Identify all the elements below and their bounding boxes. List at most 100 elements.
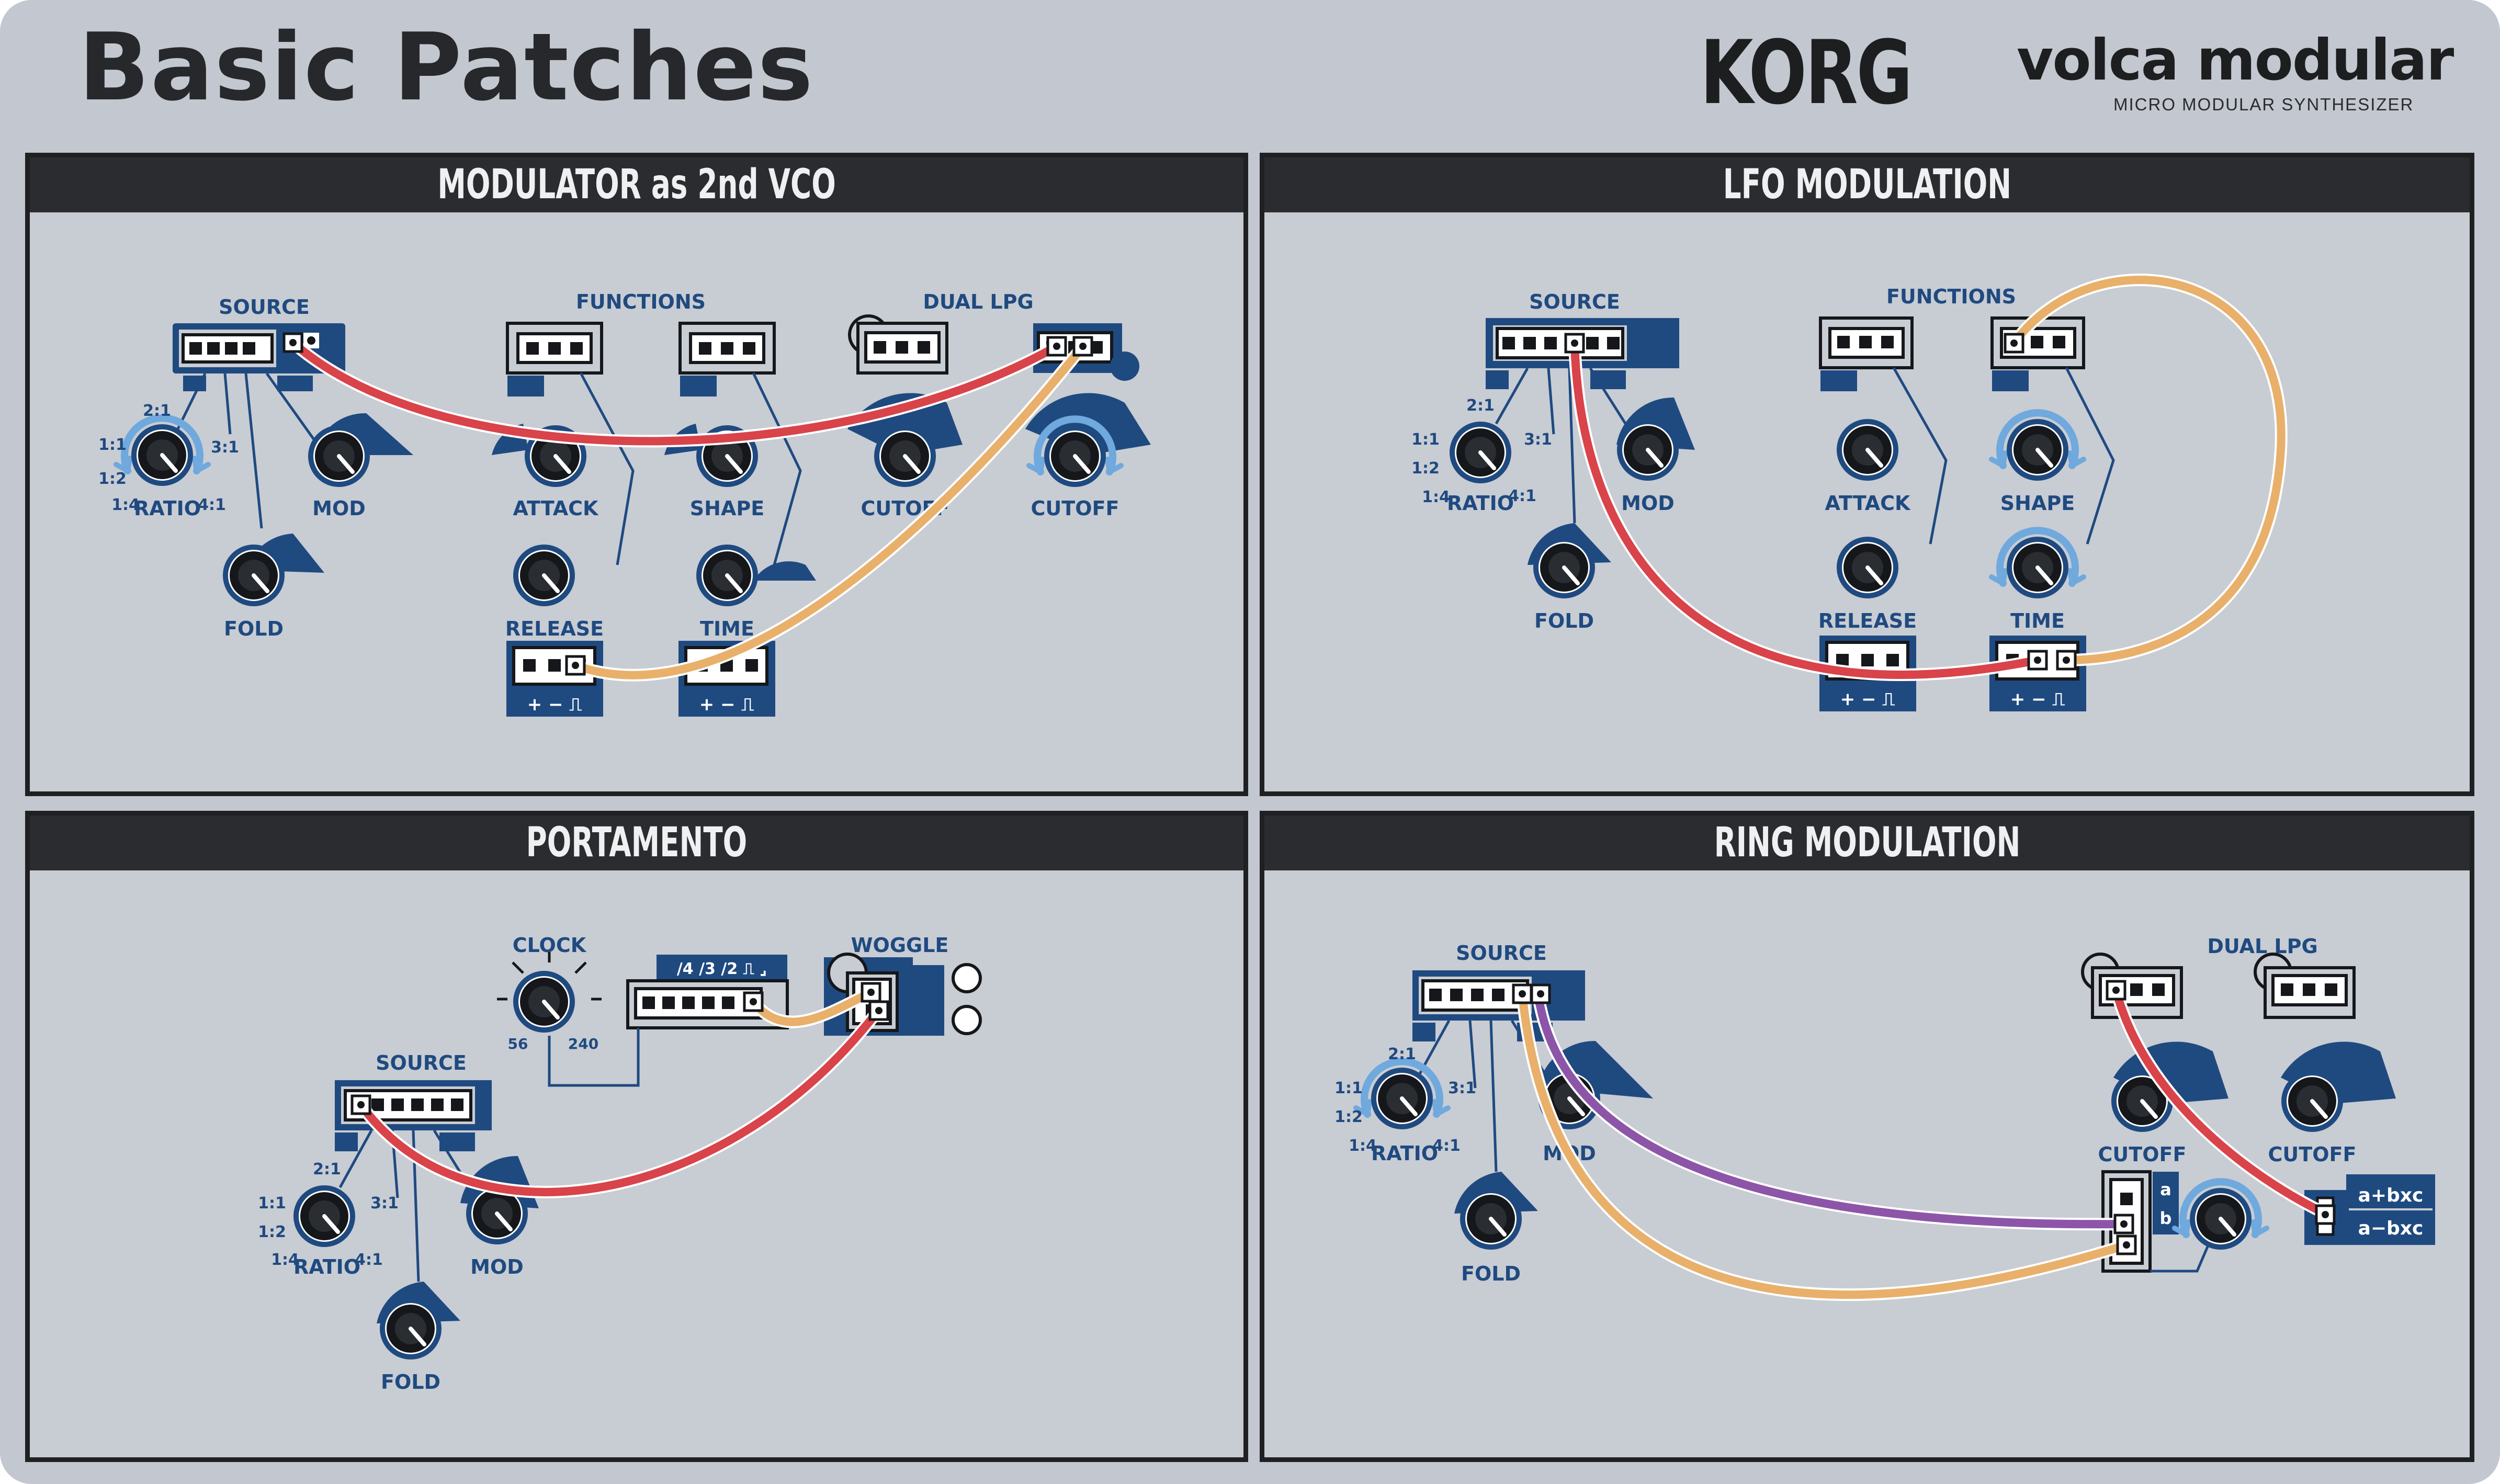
svg-text:+ − ⎍: + − ⎍ xyxy=(1840,689,1895,710)
cable-red[interactable] xyxy=(289,338,1061,446)
svg-text:+ − ⎍: + − ⎍ xyxy=(527,694,582,715)
svg-text:/4 /3 /2 ⎍ ⌟: /4 /3 /2 ⎍ ⌟ xyxy=(677,960,767,978)
panel-title: MODULATOR as 2nd VCO xyxy=(30,157,1243,212)
product-subtitle: MICRO MODULAR SYNTHESIZER xyxy=(2113,95,2414,114)
ratio-knob[interactable] xyxy=(296,1188,353,1244)
time-knob[interactable] xyxy=(2009,539,2066,596)
fold-knob[interactable] xyxy=(1463,1191,1519,1247)
cable-orange[interactable] xyxy=(571,342,1087,679)
shape-label: SHAPE xyxy=(2000,492,2075,515)
svg-text:3:1: 3:1 xyxy=(211,438,239,457)
fold-knob[interactable] xyxy=(382,1300,439,1357)
panel-3-diagram: CLOCK 56 240 /4 /3 /2 ⎍ ⌟ WOGGLE xyxy=(258,934,982,1394)
cable-purple[interactable] xyxy=(1534,990,2128,1229)
source-label: SOURCE xyxy=(1456,942,1547,965)
function-2-io: + − ⎍ xyxy=(1989,636,2086,711)
function-1-module xyxy=(506,322,603,397)
lpg-b-module xyxy=(2254,953,2356,1019)
time-knob[interactable] xyxy=(699,547,755,604)
clock-knob[interactable] xyxy=(516,973,572,1030)
cutoff-b-label: CUTOFF xyxy=(2268,1143,2357,1166)
release-label: RELEASE xyxy=(505,617,604,640)
cable-orange[interactable] xyxy=(1518,990,2131,1299)
svg-text:a+bxc: a+bxc xyxy=(2358,1185,2424,1206)
dual-lpg-label: DUAL LPG xyxy=(923,290,1033,313)
fold-knob[interactable] xyxy=(225,547,282,604)
cutoff-b-knob[interactable] xyxy=(2284,1073,2340,1129)
time-label: TIME xyxy=(2010,609,2065,632)
panel-title: LFO MODULATION xyxy=(1264,157,2470,212)
svg-text:2:1: 2:1 xyxy=(143,402,171,420)
shape-label: SHAPE xyxy=(690,497,764,520)
cutoff-b-knob[interactable] xyxy=(1047,428,1103,484)
svg-text:2:1: 2:1 xyxy=(313,1160,341,1179)
panel-title: PORTAMENTO xyxy=(30,815,1243,870)
svg-text:1:4: 1:4 xyxy=(1349,1137,1377,1155)
attack-label: ATTACK xyxy=(513,497,599,520)
ratio-label: RATIO xyxy=(1447,492,1514,515)
ratio-knob[interactable] xyxy=(1374,1070,1430,1127)
attack-label: ATTACK xyxy=(1825,492,1911,515)
brand-logo: KORG xyxy=(1700,21,1913,124)
woggle-module xyxy=(824,953,982,1036)
svg-text:4:1: 4:1 xyxy=(355,1251,383,1269)
fold-label: FOLD xyxy=(224,617,284,640)
mod-label: MOD xyxy=(470,1255,524,1278)
mod-label: MOD xyxy=(1621,492,1675,515)
mod-knob[interactable] xyxy=(1620,422,1676,478)
cutoff-a-knob[interactable] xyxy=(877,428,933,484)
shape-knob[interactable] xyxy=(2009,422,2066,478)
ratio-label: RATIO xyxy=(1371,1142,1438,1165)
svg-text:1:2: 1:2 xyxy=(98,470,127,488)
lpg-a-module xyxy=(2081,953,2183,1019)
panel-4-diagram: SOURCE RATIO 2:1 1:1 1:2 1:4 3:1 4:1 MOD xyxy=(1334,935,2435,1301)
svg-text:a: a xyxy=(2160,1180,2171,1199)
functions-label: FUNCTIONS xyxy=(576,290,706,313)
mod-knob[interactable] xyxy=(311,428,367,484)
release-knob[interactable] xyxy=(516,547,572,604)
svg-text:3:1: 3:1 xyxy=(1448,1079,1476,1097)
panel-title: RING MODULATION xyxy=(1264,815,2470,870)
ring-mod-level-knob[interactable] xyxy=(2192,1191,2249,1247)
svg-text:1:1: 1:1 xyxy=(258,1194,286,1213)
svg-text:3:1: 3:1 xyxy=(370,1194,399,1213)
functions-label: FUNCTIONS xyxy=(1886,285,2016,308)
function-1-io: + − ⎍ xyxy=(506,641,603,717)
function-1-module xyxy=(1819,316,1914,391)
panel-1-diagram: SOURCE RATIO 2:1 1:1 1:2 1:4 3:1 4:1 MOD xyxy=(98,290,1151,717)
svg-text:240: 240 xyxy=(568,1035,598,1052)
cutoff-a-label: CUTOFF xyxy=(2098,1143,2187,1166)
attack-knob[interactable] xyxy=(1839,422,1896,478)
panel-modulator-2nd-vco: MODULATOR as 2nd VCO xyxy=(25,153,1248,796)
svg-text:2:1: 2:1 xyxy=(1388,1045,1416,1063)
ratio-label: RATIO xyxy=(134,497,201,520)
cable-red[interactable] xyxy=(357,1005,883,1196)
page-title: Basic Patches xyxy=(78,13,815,121)
svg-text:1:2: 1:2 xyxy=(258,1223,286,1241)
svg-text:4:1: 4:1 xyxy=(198,496,226,514)
fold-knob[interactable] xyxy=(1536,539,1592,596)
lpg-a-module xyxy=(848,314,948,375)
svg-text:1:1: 1:1 xyxy=(1334,1079,1363,1097)
svg-text:2:1: 2:1 xyxy=(1466,397,1495,415)
cable-orange[interactable] xyxy=(749,988,875,1026)
cable-red[interactable] xyxy=(1570,339,2042,679)
release-knob[interactable] xyxy=(1839,539,1896,596)
cable-orange[interactable] xyxy=(2010,276,2286,664)
svg-text:+ − ⎍: + − ⎍ xyxy=(699,694,754,715)
ratio-knob[interactable] xyxy=(1452,424,1509,481)
source-label: SOURCE xyxy=(1529,290,1620,313)
svg-text:4:1: 4:1 xyxy=(1432,1137,1461,1155)
function-2-module xyxy=(1990,316,2085,391)
svg-text:1:4: 1:4 xyxy=(111,496,140,514)
svg-text:1:4: 1:4 xyxy=(1422,488,1450,506)
cutoff-b-label: CUTOFF xyxy=(1031,497,1119,520)
ratio-knob[interactable] xyxy=(134,427,190,483)
time-label: TIME xyxy=(700,617,754,640)
svg-text:1:4: 1:4 xyxy=(271,1251,299,1269)
fold-label: FOLD xyxy=(381,1370,440,1394)
woggle-label: WOGGLE xyxy=(851,934,949,957)
cable-red[interactable] xyxy=(2112,986,2329,1218)
svg-text:b: b xyxy=(2160,1208,2172,1228)
